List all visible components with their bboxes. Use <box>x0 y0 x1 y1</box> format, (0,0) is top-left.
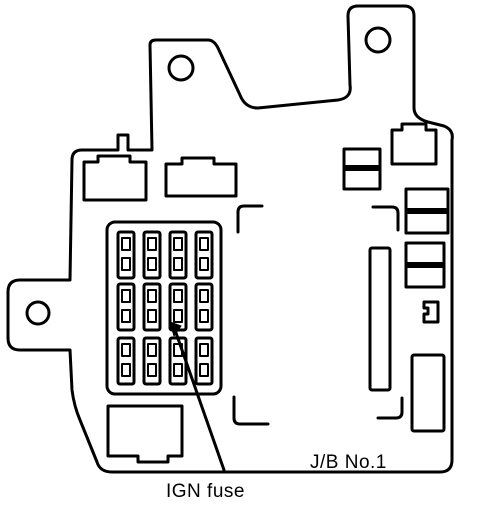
fuse-slot-r1-c4 <box>194 230 214 280</box>
fuse-blade-upper <box>147 343 157 357</box>
bracket-top-right <box>371 205 400 232</box>
fuse-blade-upper <box>199 343 209 357</box>
fuse-blade-lower <box>147 309 157 323</box>
relay-bottom-right <box>410 353 446 433</box>
relay-pair-upper <box>404 187 450 235</box>
fuse-blade-lower <box>147 257 157 271</box>
fuse-blade-upper <box>121 237 131 251</box>
bracket-bottom-left <box>232 395 270 426</box>
connector-bottom-left <box>106 404 184 464</box>
connector-top-middle <box>164 156 238 198</box>
fuse-blade-lower <box>173 257 183 271</box>
fuse-blade-upper <box>199 289 209 303</box>
fuse-grid <box>116 230 214 386</box>
vertical-connector <box>368 246 392 392</box>
small-terminal <box>422 300 440 324</box>
fuse-blade-lower <box>121 257 131 271</box>
relay-pair-middle <box>404 241 446 289</box>
ign-fuse-arrowhead <box>169 321 182 337</box>
fuse-slot-r1-c1 <box>116 230 136 280</box>
fuse-blade-upper <box>173 289 183 303</box>
connector-top-left <box>82 154 148 202</box>
fuse-blade-upper <box>199 237 209 251</box>
junction-block-housing <box>6 4 454 474</box>
mounting-hole-top-left <box>167 54 195 82</box>
mounting-hole-top-right <box>364 26 392 54</box>
fuse-blade-lower <box>173 309 183 323</box>
fuse-blade-lower <box>147 363 157 377</box>
bracket-top-left <box>236 204 264 234</box>
panel-label: J/B No.1 <box>310 452 387 473</box>
fuse-blade-upper <box>121 289 131 303</box>
fuse-blade-lower <box>199 257 209 271</box>
fuse-blade-upper <box>173 237 183 251</box>
fuse-blade-lower <box>199 309 209 323</box>
fuse-slot-r2-c1 <box>116 282 136 332</box>
fuse-slot-r2-c4 <box>194 282 214 332</box>
fuse-blade-lower <box>121 309 131 323</box>
mounting-hole-left <box>25 300 51 326</box>
bracket-bottom-right <box>376 396 404 420</box>
fuse-blade-lower <box>199 363 209 377</box>
fuse-slot-r1-c3 <box>168 230 188 280</box>
fuse-blade-upper <box>147 237 157 251</box>
fuse-blade-upper <box>147 289 157 303</box>
connector-top-right <box>390 122 438 166</box>
fuse-slot-r3-c2 <box>142 336 162 386</box>
fuse-blade-upper <box>121 343 131 357</box>
fuse-slot-r3-c4 <box>194 336 214 386</box>
fuse-slot-r2-c2 <box>142 282 162 332</box>
fuse-blade-lower <box>173 363 183 377</box>
fuse-grid-frame <box>105 220 223 396</box>
ign-fuse-leader-line <box>173 328 226 472</box>
fuse-slot-r1-c2 <box>142 230 162 280</box>
relay-square-small <box>342 147 382 191</box>
fuse-slot-r3-c1 <box>116 336 136 386</box>
fuse-blade-lower <box>121 363 131 377</box>
ign-fuse-label: IGN fuse <box>166 481 245 502</box>
